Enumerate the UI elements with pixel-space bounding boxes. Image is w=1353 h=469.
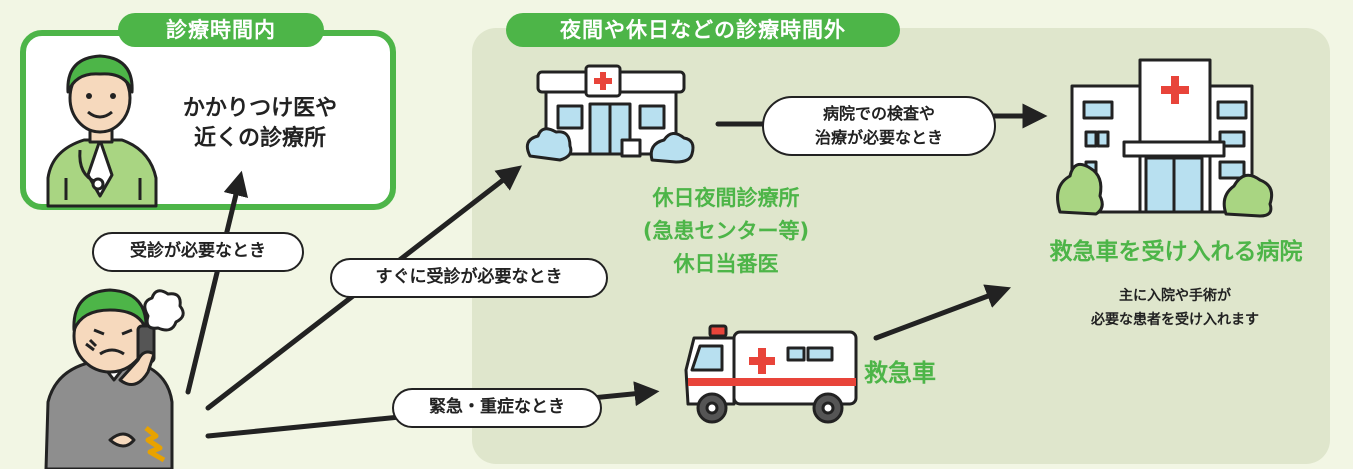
hospital-title: 救急車を受け入れる病院 — [1049, 239, 1303, 265]
patient-illustration — [44, 288, 185, 469]
doctor-illustration — [46, 54, 158, 208]
path-emergency: 緊急・重症なとき — [392, 388, 602, 428]
hospital-building-icon — [1056, 58, 1274, 218]
path-visit-needed: 受診が必要なとき — [92, 232, 304, 272]
clinic-line2: (急患センター等) — [642, 219, 810, 243]
in-hours-tab: 診療時間内 — [118, 13, 324, 47]
path-visit-needed-soon: すぐに受診が必要なとき — [330, 258, 608, 298]
clinic-line1: 休日夜間診療所 — [652, 186, 800, 210]
referral-line2: 治療が必要なとき — [814, 128, 943, 147]
referral-line1: 病院での検査や — [822, 104, 935, 123]
ambulance-icon — [684, 324, 858, 424]
provider-line1: かかりつけ医や — [182, 96, 338, 121]
hospital-description: 主に入院や手術が 必要な患者を受け入れます — [1030, 284, 1320, 332]
hospital-desc-line1: 主に入院や手術が — [1119, 288, 1231, 304]
clinic-building-icon — [525, 64, 695, 164]
hospital-desc-line2: 必要な患者を受け入れます — [1091, 312, 1259, 328]
provider-label: かかりつけ医や 近くの診療所 — [150, 94, 370, 154]
ambulance-label: 救急車 — [864, 359, 936, 387]
clinic-label: 休日夜間診療所 (急患センター等) 休日当番医 — [596, 182, 856, 281]
after-hours-tab: 夜間や休日などの診療時間外 — [506, 13, 900, 47]
provider-line2: 近くの診療所 — [193, 126, 326, 151]
clinic-line3: 休日当番医 — [673, 252, 779, 276]
referral-pill: 病院での検査や 治療が必要なとき — [762, 96, 996, 156]
